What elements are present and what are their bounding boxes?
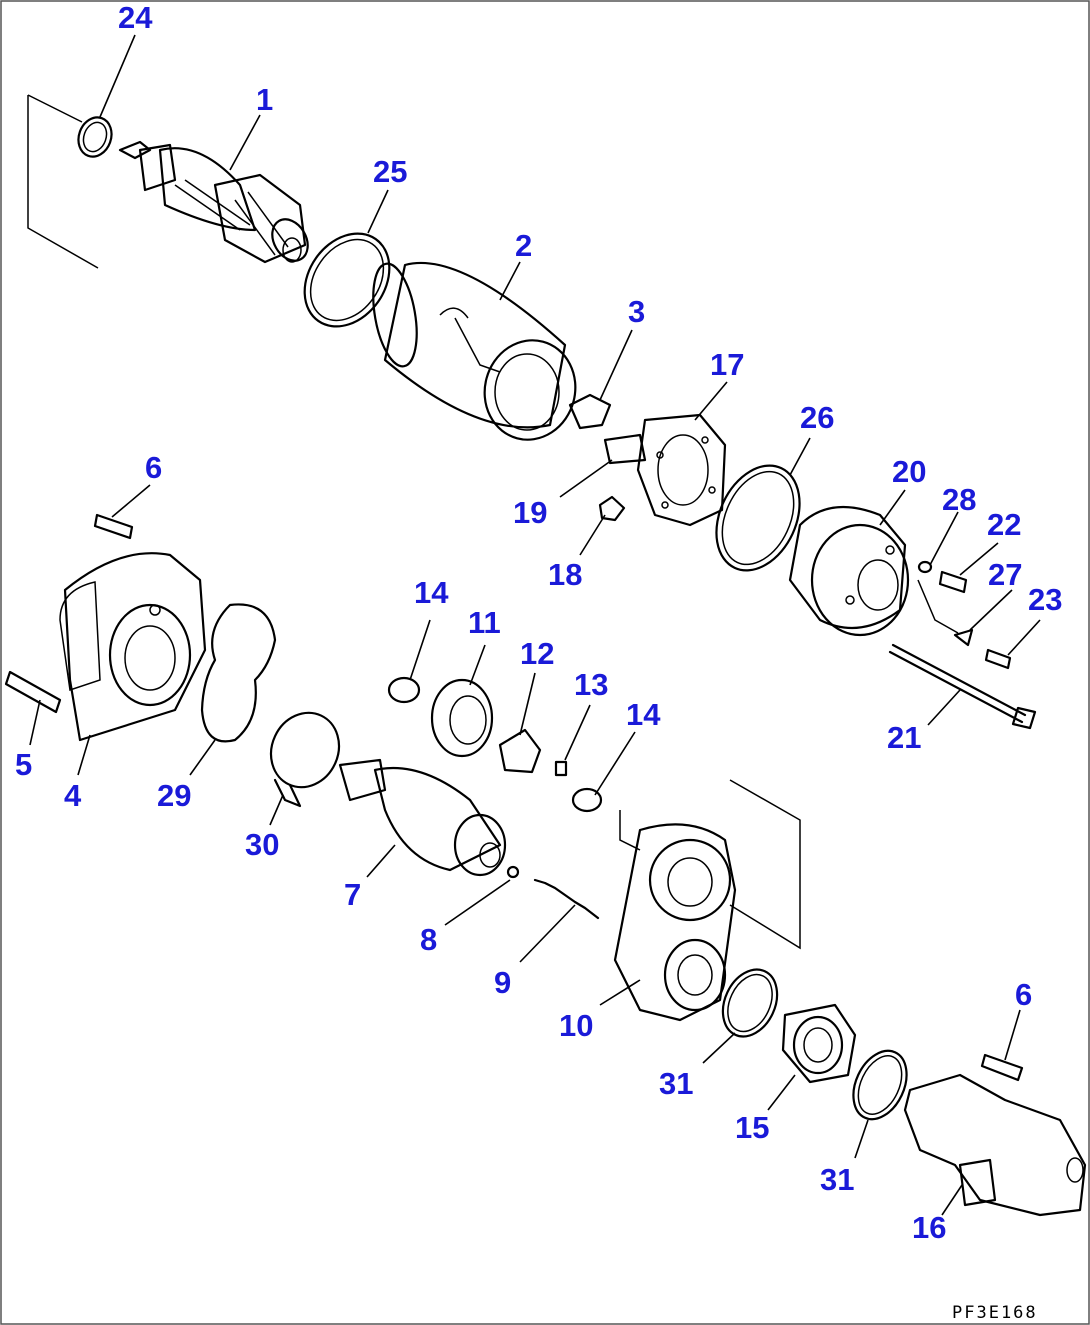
callout-9: 9: [494, 965, 511, 1000]
part-11-idler-gear: [430, 678, 494, 758]
part-9-spring: [533, 878, 600, 920]
callout-labels: 24 1 25 2 3 17 26 20 28 22 27 23 19 18 6…: [15, 0, 1062, 1245]
part-20-rear-cover: [788, 505, 910, 637]
part-14-washer-upper: [387, 676, 421, 704]
part-31-o-ring-upper: [721, 968, 779, 1038]
part-6-bolt-upper: [93, 513, 134, 540]
callout-17: 17: [710, 347, 744, 382]
part-12-bearing: [498, 728, 542, 774]
callout-13: 13: [574, 667, 608, 702]
part-2-yoke: [372, 261, 577, 441]
callout-6-upper: 6: [145, 450, 162, 485]
part-29-gasket: [200, 603, 277, 743]
part-21-through-bolt: [888, 643, 1037, 730]
callout-2: 2: [515, 228, 532, 263]
callout-20: 20: [892, 454, 926, 489]
callout-30: 30: [245, 827, 279, 862]
callout-14-upper: 14: [414, 575, 449, 610]
callout-24: 24: [118, 0, 153, 35]
part-27-insulator: [953, 628, 974, 647]
callout-28: 28: [942, 482, 976, 517]
callout-26: 26: [800, 400, 834, 435]
bracket-line-top: [27, 94, 83, 123]
callout-18: 18: [548, 557, 582, 592]
part-16-magnetic-switch: [903, 1073, 1087, 1217]
bracket-line-left: [27, 95, 99, 269]
callout-15: 15: [735, 1110, 769, 1145]
part-18-spring: [598, 495, 626, 522]
leader-lines: [29, 34, 1041, 1216]
part-19-brush: [603, 433, 647, 465]
part-26-o-ring: [715, 464, 801, 572]
part-8-ball: [506, 865, 520, 879]
callout-10: 10: [559, 1008, 593, 1043]
part-15-bearing-plate: [781, 1003, 857, 1084]
connector-line-27: [917, 579, 959, 634]
callout-27: 27: [988, 557, 1022, 592]
callout-4: 4: [64, 778, 82, 813]
callout-25: 25: [373, 154, 407, 189]
part-30-lever: [269, 711, 341, 808]
part-14-washer-lower: [571, 787, 603, 813]
drawing-code: PF3E168: [952, 1303, 1038, 1323]
callout-3: 3: [628, 294, 645, 329]
part-23-screw: [984, 648, 1012, 670]
callout-11: 11: [468, 605, 501, 640]
part-10-gear-housing: [613, 823, 737, 1022]
callout-5: 5: [15, 747, 32, 782]
part-1-armature: [118, 140, 309, 264]
callout-6-lower: 6: [1015, 977, 1032, 1012]
callout-29: 29: [157, 778, 191, 813]
bracket-line-housing: [619, 810, 641, 851]
part-22-screw: [938, 570, 968, 594]
part-6-bolt-lower: [980, 1053, 1024, 1082]
part-28-washer: [917, 560, 933, 574]
callout-19: 19: [513, 495, 547, 530]
callout-14-lower: 14: [626, 697, 661, 732]
callout-1: 1: [256, 82, 273, 117]
callout-21: 21: [887, 720, 921, 755]
part-13-shaft: [554, 760, 568, 777]
callout-22: 22: [987, 507, 1021, 542]
callout-7: 7: [344, 877, 361, 912]
callout-31-upper: 31: [659, 1066, 693, 1101]
part-31-o-ring-lower: [852, 1049, 908, 1121]
part-4-front-housing: [59, 552, 207, 742]
part-17-brush-holder: [636, 413, 727, 527]
part-3-brush: [568, 393, 612, 430]
part-24-o-ring: [77, 116, 113, 158]
callout-16: 16: [912, 1210, 946, 1245]
callout-8: 8: [420, 922, 437, 957]
part-5-bolt: [4, 670, 62, 714]
part-7-pinion-clutch: [338, 758, 507, 877]
callout-12: 12: [520, 636, 554, 671]
callout-23: 23: [1028, 582, 1062, 617]
callout-31-lower: 31: [820, 1162, 854, 1197]
bracket-line-right: [729, 779, 801, 950]
